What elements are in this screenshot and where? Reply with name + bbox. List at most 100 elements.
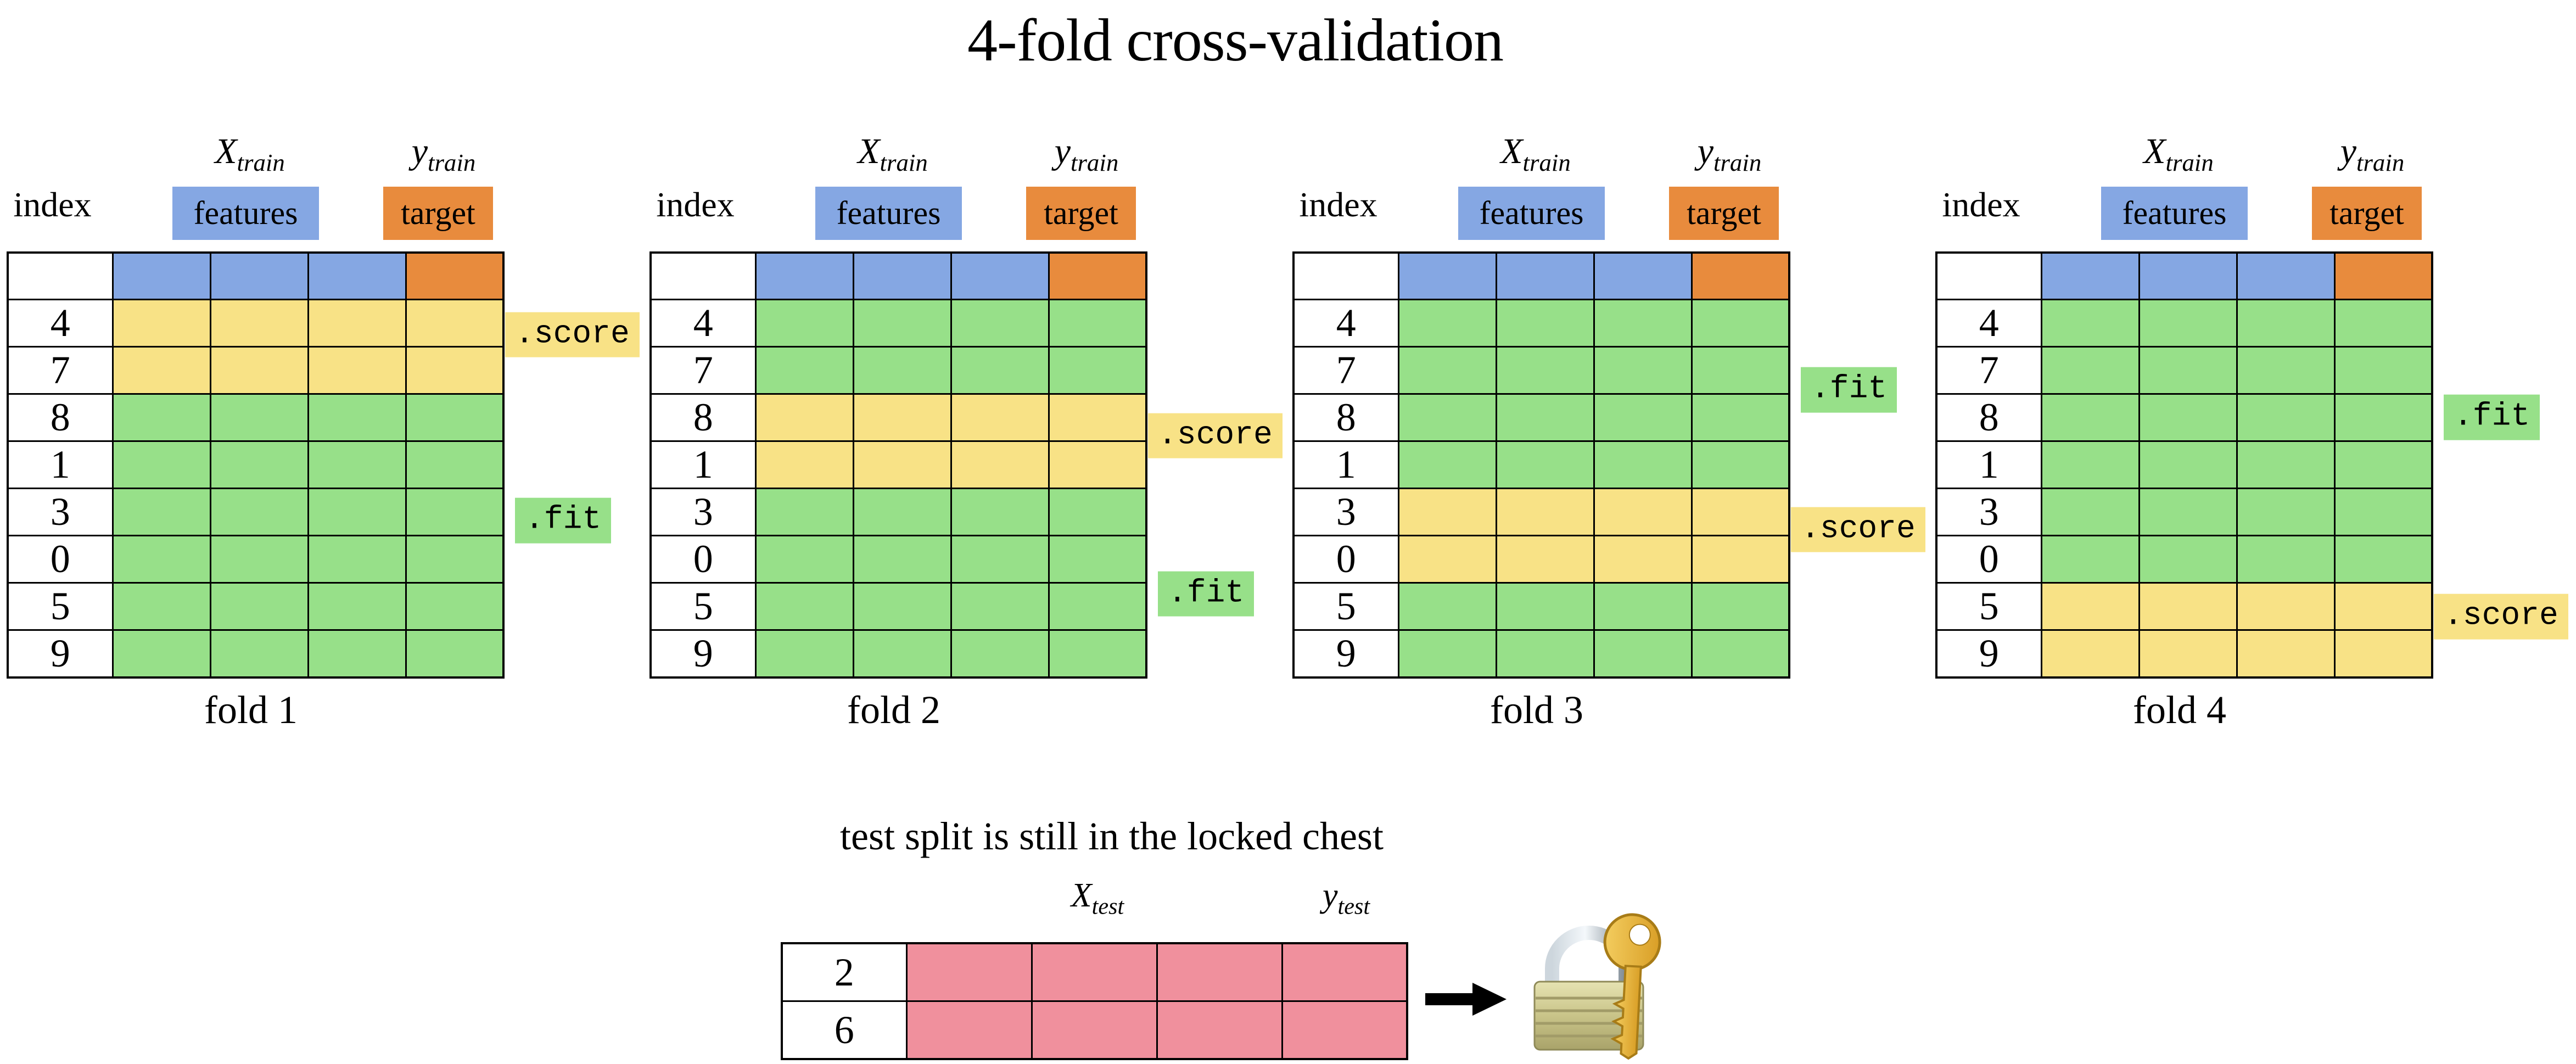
data-cell xyxy=(307,440,407,489)
index-cell: 3 xyxy=(1292,487,1399,536)
data-cell xyxy=(307,487,407,536)
data-cell xyxy=(2236,487,2336,536)
data-cell xyxy=(2040,345,2140,395)
data-cell xyxy=(2236,345,2336,395)
table-row: 2 xyxy=(781,942,1408,1002)
index-cell: 3 xyxy=(1935,487,2042,536)
data-cell xyxy=(1397,345,1497,395)
table-row: 8 xyxy=(1292,393,1790,442)
data-cell xyxy=(1495,440,1595,489)
math-base: y xyxy=(1697,131,1713,171)
data-cell xyxy=(1048,298,1147,348)
data-cell xyxy=(852,534,952,584)
math-sub: train xyxy=(1522,149,1571,177)
math-sub: train xyxy=(2165,149,2214,177)
data-cell xyxy=(1593,487,1693,536)
table-row: 9 xyxy=(7,629,505,678)
data-cell xyxy=(950,581,1050,631)
data-cell xyxy=(2040,298,2140,348)
data-cell xyxy=(852,629,952,678)
data-cell xyxy=(2236,298,2336,348)
fit-tag: .fit xyxy=(1801,367,1897,413)
data-cell xyxy=(209,393,309,442)
data-cell xyxy=(754,581,854,631)
data-cell xyxy=(1048,581,1147,631)
data-cell xyxy=(1495,345,1595,395)
index-cell: 1 xyxy=(1935,440,2042,489)
table-row: 5 xyxy=(1935,581,2433,631)
data-cell xyxy=(1048,487,1147,536)
x-train-label: Xtrain xyxy=(85,131,415,177)
math-sub: train xyxy=(880,149,928,177)
data-cell xyxy=(111,298,211,348)
index-cell: 4 xyxy=(1935,298,2042,348)
data-cell xyxy=(1495,298,1595,348)
header-index-cell xyxy=(1935,251,2042,300)
target-header-box: target xyxy=(1026,187,1136,240)
table-row: 0 xyxy=(1935,534,2433,584)
y-train-label: ytrain xyxy=(977,131,1196,177)
header-row xyxy=(7,251,505,300)
data-cell xyxy=(754,534,854,584)
data-cell xyxy=(1593,345,1693,395)
table-row: 3 xyxy=(7,487,505,536)
index-cell: 7 xyxy=(649,345,757,395)
math-sub: train xyxy=(237,149,285,177)
math-base: y xyxy=(1322,877,1338,914)
data-cell xyxy=(1690,629,1790,678)
fold-caption: fold 1 xyxy=(204,688,298,732)
data-cell xyxy=(754,629,854,678)
y-train-label: ytrain xyxy=(2263,131,2482,177)
index-cell: 9 xyxy=(1935,629,2042,678)
table-row: 3 xyxy=(1935,487,2433,536)
page-title: 4-fold cross-validation xyxy=(967,7,1504,74)
test-data-cell xyxy=(905,1000,1033,1060)
data-cell xyxy=(950,629,1050,678)
data-cell xyxy=(1495,487,1595,536)
data-cell xyxy=(1048,393,1147,442)
features-header-box: features xyxy=(1458,187,1605,240)
feature-header-cell xyxy=(950,251,1050,300)
table-row: 6 xyxy=(781,1000,1408,1060)
data-cell xyxy=(754,298,854,348)
test-data-cell xyxy=(1031,942,1158,1002)
data-cell xyxy=(2333,629,2433,678)
data-cell xyxy=(405,393,505,442)
data-cell xyxy=(1495,629,1595,678)
data-cell xyxy=(307,393,407,442)
table-row: 4 xyxy=(1292,298,1790,348)
index-cell: 2 xyxy=(781,942,908,1002)
data-cell xyxy=(2333,298,2433,348)
target-header-cell xyxy=(1048,251,1147,300)
table-row: 8 xyxy=(7,393,505,442)
index-cell: 0 xyxy=(649,534,757,584)
target-header-cell xyxy=(2333,251,2433,300)
table-row: 4 xyxy=(649,298,1147,348)
header-index-cell xyxy=(1292,251,1399,300)
table-row: 8 xyxy=(1935,393,2433,442)
fold-caption: fold 3 xyxy=(1490,688,1583,732)
data-cell xyxy=(405,440,505,489)
index-cell: 1 xyxy=(649,440,757,489)
data-cell xyxy=(307,629,407,678)
data-cell xyxy=(405,345,505,395)
data-cell xyxy=(2236,534,2336,584)
data-cell xyxy=(852,393,952,442)
data-cell xyxy=(852,440,952,489)
score-tag: .score xyxy=(1791,507,1925,553)
data-cell xyxy=(405,629,505,678)
feature-header-cell xyxy=(209,251,309,300)
x-train-label: Xtrain xyxy=(2014,131,2343,177)
data-cell xyxy=(1690,345,1790,395)
data-cell xyxy=(2333,581,2433,631)
data-cell xyxy=(1690,534,1790,584)
features-header-box: features xyxy=(172,187,319,240)
table-row: 7 xyxy=(649,345,1147,395)
table-row: 7 xyxy=(7,345,505,395)
math-base: X xyxy=(2143,131,2166,171)
data-cell xyxy=(1593,298,1693,348)
